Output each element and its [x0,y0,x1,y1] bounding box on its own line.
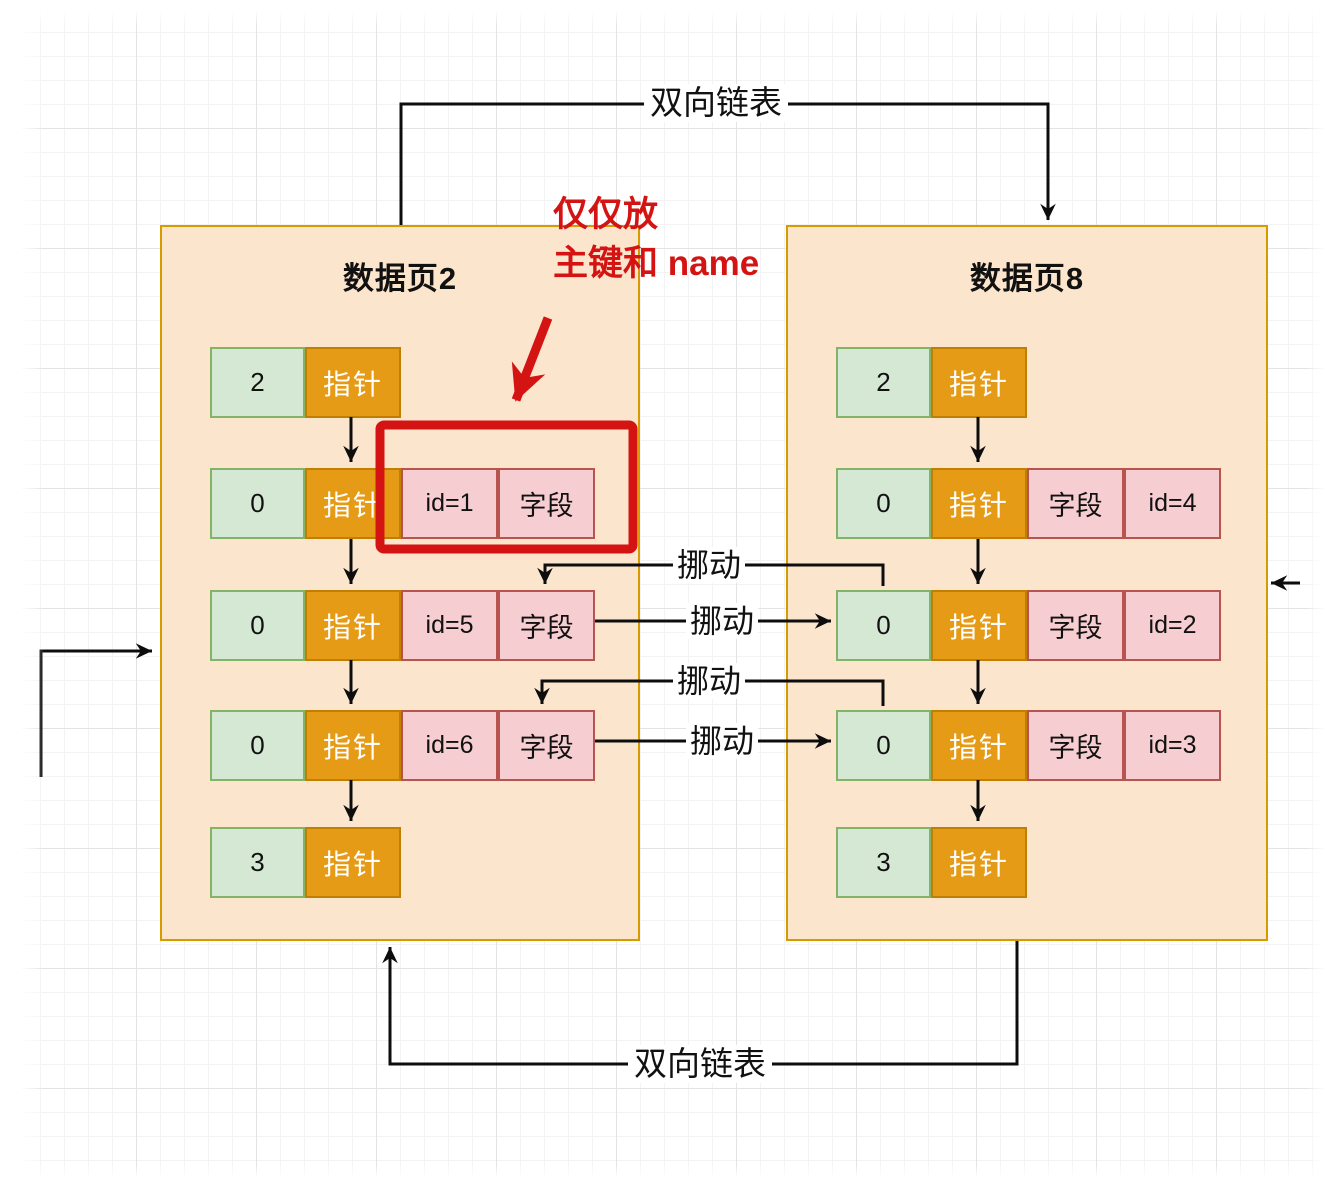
bottom-link-label: 双向链表 [628,1045,772,1083]
key-cell: id=4 [1124,468,1221,539]
pointer-cell: 指针 [931,590,1027,661]
page2-row-0: 2 指针 [162,347,638,418]
red-note-line2: 主键和 name [553,244,760,283]
page8-row-3: 0 指针 字段 id=3 [788,710,1266,781]
move-label-3: 挪动 [672,663,746,699]
page8-row-1: 0 指针 字段 id=4 [788,468,1266,539]
slot-cell: 3 [836,827,931,898]
slot-cell: 2 [836,347,931,418]
slot-cell: 0 [836,468,931,539]
canvas-edge-fade-top [0,0,1336,26]
field-cell: 字段 [1027,468,1124,539]
data-page-8: 数据页8 2 指针 0 指针 字段 id=4 0 指针 字段 id=2 0 指针… [786,225,1268,941]
slot-cell: 0 [210,590,305,661]
move-label-4: 挪动 [685,723,759,759]
slot-cell: 0 [836,590,931,661]
slot-cell: 2 [210,347,305,418]
left-entry-arrow [39,643,152,777]
page-title: 数据页8 [969,261,1085,296]
pointer-cell: 指针 [305,590,401,661]
page2-row-1: 0 指针 id=1 字段 [162,468,638,539]
canvas-edge-fade-left [0,0,44,1186]
pointer-cell: 指针 [305,710,401,781]
data-page-2: 数据页2 2 指针 0 指针 id=1 字段 0 指针 id=5 字段 0 指针… [160,225,640,941]
page8-row-4: 3 指针 [788,827,1266,898]
key-cell: id=1 [401,468,498,539]
key-cell: id=3 [1124,710,1221,781]
top-link-label: 双向链表 [644,84,788,122]
field-cell: 字段 [498,468,595,539]
page2-row-4: 3 指针 [162,827,638,898]
slot-cell: 0 [210,468,305,539]
red-note-line1: 仅仅放 [553,195,659,234]
pointer-cell: 指针 [931,827,1027,898]
red-note: 仅仅放 主键和 name [553,190,759,288]
slot-cell: 3 [210,827,305,898]
page8-row-0: 2 指针 [788,347,1266,418]
page-title: 数据页2 [342,261,458,296]
field-cell: 字段 [498,590,595,661]
field-cell: 字段 [1027,590,1124,661]
page2-row-2: 0 指针 id=5 字段 [162,590,638,661]
move-label-1: 挪动 [672,547,746,583]
move-label-2: 挪动 [685,603,759,639]
key-cell: id=6 [401,710,498,781]
page8-row-2: 0 指针 字段 id=2 [788,590,1266,661]
canvas-edge-fade-bottom [0,1164,1336,1186]
pointer-cell: 指针 [305,347,401,418]
key-cell: id=2 [1124,590,1221,661]
pointer-cell: 指针 [931,347,1027,418]
pointer-cell: 指针 [305,827,401,898]
pointer-cell: 指针 [931,468,1027,539]
pointer-cell: 指针 [305,468,401,539]
key-cell: id=5 [401,590,498,661]
slot-cell: 0 [836,710,931,781]
field-cell: 字段 [1027,710,1124,781]
field-cell: 字段 [498,710,595,781]
slot-cell: 0 [210,710,305,781]
pointer-cell: 指针 [931,710,1027,781]
page2-row-3: 0 指针 id=6 字段 [162,710,638,781]
canvas-edge-fade-right [1306,0,1336,1186]
